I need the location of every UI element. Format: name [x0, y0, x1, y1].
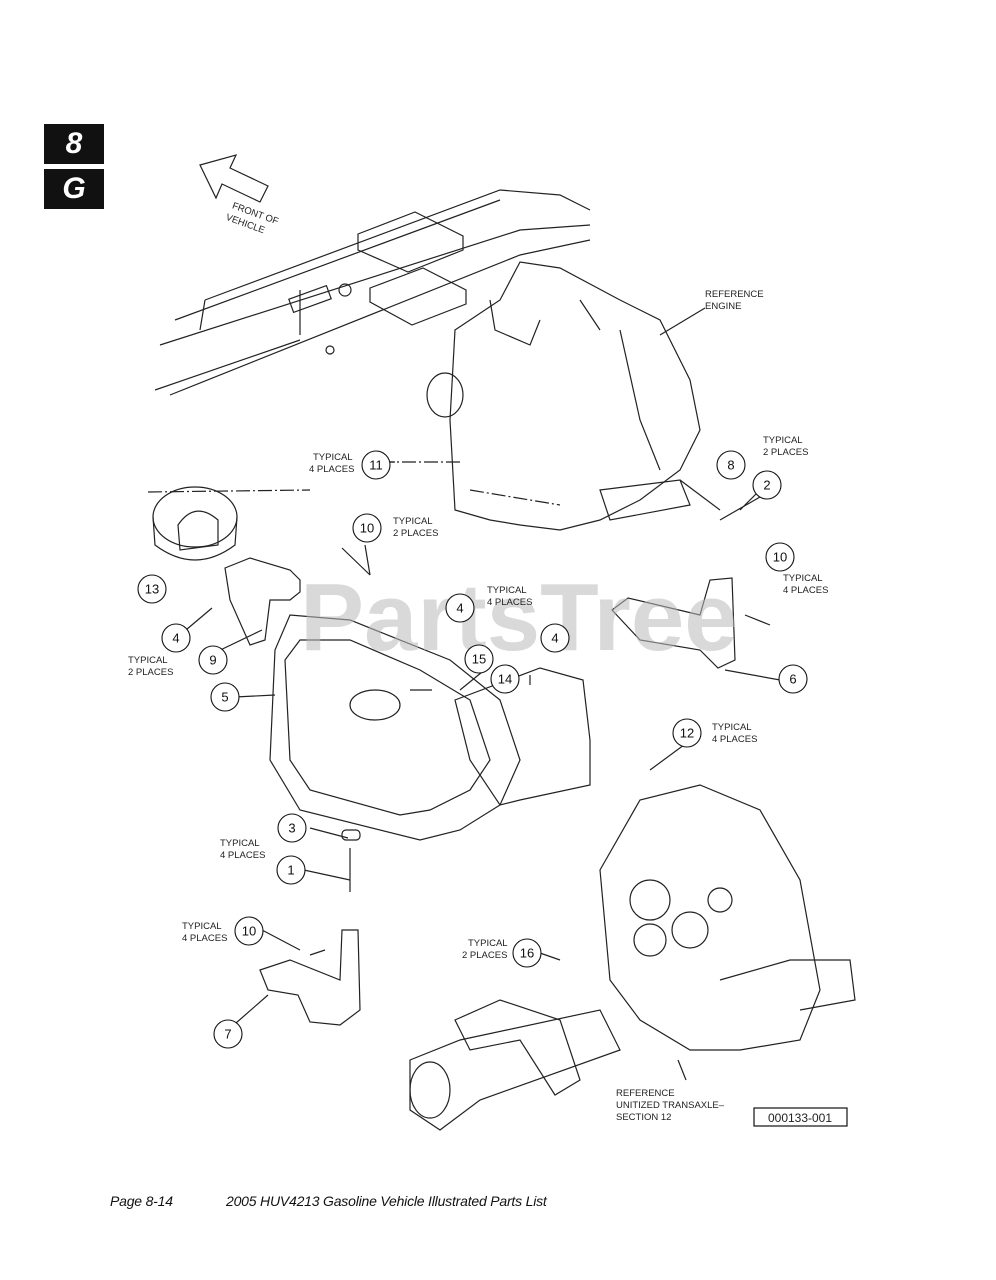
svg-text:5: 5: [221, 690, 228, 705]
callout-10: 10: [765, 542, 795, 572]
svg-text:4 PLACES: 4 PLACES: [783, 585, 828, 596]
svg-text:9: 9: [209, 653, 216, 668]
callout-3: 3: [277, 813, 307, 843]
note-typical-4-places: TYPICAL 4 PLACES: [783, 573, 828, 596]
svg-text:TYPICAL: TYPICAL: [182, 921, 222, 932]
callout-6: 6: [778, 664, 808, 694]
svg-text:4 PLACES: 4 PLACES: [309, 464, 354, 475]
callout-14: 14: [490, 664, 520, 694]
svg-text:2: 2: [763, 478, 770, 493]
footer-document-title: 2005 HUV4213 Gasoline Vehicle Illustrate…: [226, 1193, 547, 1209]
svg-text:2 PLACES: 2 PLACES: [393, 528, 438, 539]
svg-text:4 PLACES: 4 PLACES: [220, 850, 265, 861]
note-typical-2-places: TYPICAL 2 PLACES: [462, 938, 508, 961]
svg-text:6: 6: [789, 672, 796, 687]
callout-12: 12: [672, 718, 702, 748]
svg-text:REFERENCE: REFERENCE: [705, 289, 764, 300]
callout-5: 5: [210, 682, 240, 712]
svg-text:14: 14: [498, 672, 512, 687]
callout-9: 9: [198, 645, 228, 675]
svg-text:SECTION 12: SECTION 12: [616, 1112, 671, 1123]
drawing-linework: [147, 154, 856, 1131]
callout-1: 1: [276, 855, 306, 885]
svg-text:10: 10: [360, 521, 374, 536]
svg-text:8: 8: [727, 458, 734, 473]
svg-text:12: 12: [680, 726, 694, 741]
note-typical-2-places: TYPICAL 2 PLACES: [128, 655, 173, 678]
callout-4: 4: [161, 623, 191, 653]
callout-4: 4: [540, 623, 570, 653]
front-of-vehicle-label: FRONT OF VEHICLE: [224, 200, 280, 236]
svg-text:2 PLACES: 2 PLACES: [462, 950, 507, 961]
svg-text:4: 4: [172, 631, 179, 646]
svg-text:13: 13: [145, 582, 159, 597]
svg-text:2 PLACES: 2 PLACES: [128, 667, 173, 678]
note-typical-4-places: TYPICAL 4 PLACES: [309, 452, 354, 475]
note-reference-transaxle: REFERENCE UNITIZED TRANSAXLE– SECTION 12: [616, 1088, 725, 1123]
note-typical-2-places: TYPICAL 2 PLACES: [763, 435, 808, 458]
note-typical-4-places: TYPICAL 4 PLACES: [487, 585, 532, 608]
note-typical-4-places: TYPICAL 4 PLACES: [712, 722, 757, 745]
svg-text:4: 4: [551, 631, 558, 646]
svg-text:TYPICAL: TYPICAL: [128, 655, 168, 666]
callout-11: 11: [361, 450, 391, 480]
svg-text:UNITIZED TRANSAXLE–: UNITIZED TRANSAXLE–: [616, 1100, 725, 1111]
callout-13: 13: [137, 574, 167, 604]
svg-text:11: 11: [369, 458, 383, 473]
svg-text:TYPICAL: TYPICAL: [487, 585, 527, 596]
svg-text:4 PLACES: 4 PLACES: [487, 597, 532, 608]
svg-text:2 PLACES: 2 PLACES: [763, 447, 808, 458]
callout-group: 11 8 2 10 13 10 4 4 9 15 14 4 5 6 12 3 1 10 16 7: [137, 450, 808, 1049]
svg-text:10: 10: [242, 924, 256, 939]
svg-text:ENGINE: ENGINE: [705, 301, 741, 312]
watermark: PartsTree: [300, 564, 738, 671]
callout-10: 10: [352, 513, 382, 543]
callout-8: 8: [716, 450, 746, 480]
callout-7: 7: [213, 1019, 243, 1049]
svg-text:10: 10: [773, 550, 787, 565]
section-tab-letter: G: [44, 169, 104, 209]
svg-text:000133-001: 000133-001: [768, 1111, 832, 1125]
svg-text:3: 3: [288, 821, 295, 836]
svg-text:TYPICAL: TYPICAL: [468, 938, 508, 949]
svg-text:TYPICAL: TYPICAL: [783, 573, 823, 584]
section-tab-number: 8: [44, 124, 104, 164]
svg-text:TYPICAL: TYPICAL: [712, 722, 752, 733]
note-reference-engine: REFERENCE ENGINE: [705, 289, 764, 312]
figure-id-box: 000133-001: [753, 1107, 848, 1127]
svg-text:7: 7: [224, 1027, 231, 1042]
svg-text:4 PLACES: 4 PLACES: [182, 933, 227, 944]
svg-text:15: 15: [472, 652, 486, 667]
note-typical-4-places: TYPICAL 4 PLACES: [182, 921, 227, 944]
callout-2: 2: [752, 470, 782, 500]
svg-text:4 PLACES: 4 PLACES: [712, 734, 757, 745]
callout-16: 16: [512, 938, 542, 968]
svg-text:16: 16: [520, 946, 534, 961]
svg-text:TYPICAL: TYPICAL: [220, 838, 260, 849]
svg-text:4: 4: [456, 601, 463, 616]
svg-text:REFERENCE: REFERENCE: [616, 1088, 675, 1099]
svg-text:1: 1: [287, 863, 294, 878]
note-typical-4-places: TYPICAL 4 PLACES: [220, 838, 265, 861]
svg-text:TYPICAL: TYPICAL: [313, 452, 353, 463]
footer-page-number: Page 8-14: [110, 1193, 173, 1209]
callout-10: 10: [234, 916, 264, 946]
callout-15: 15: [464, 644, 494, 674]
callout-4: 4: [445, 593, 475, 623]
front-arrow-icon: [199, 154, 269, 203]
svg-text:TYPICAL: TYPICAL: [763, 435, 803, 446]
note-typical-2-places: TYPICAL 2 PLACES: [393, 516, 438, 539]
svg-text:TYPICAL: TYPICAL: [393, 516, 433, 527]
